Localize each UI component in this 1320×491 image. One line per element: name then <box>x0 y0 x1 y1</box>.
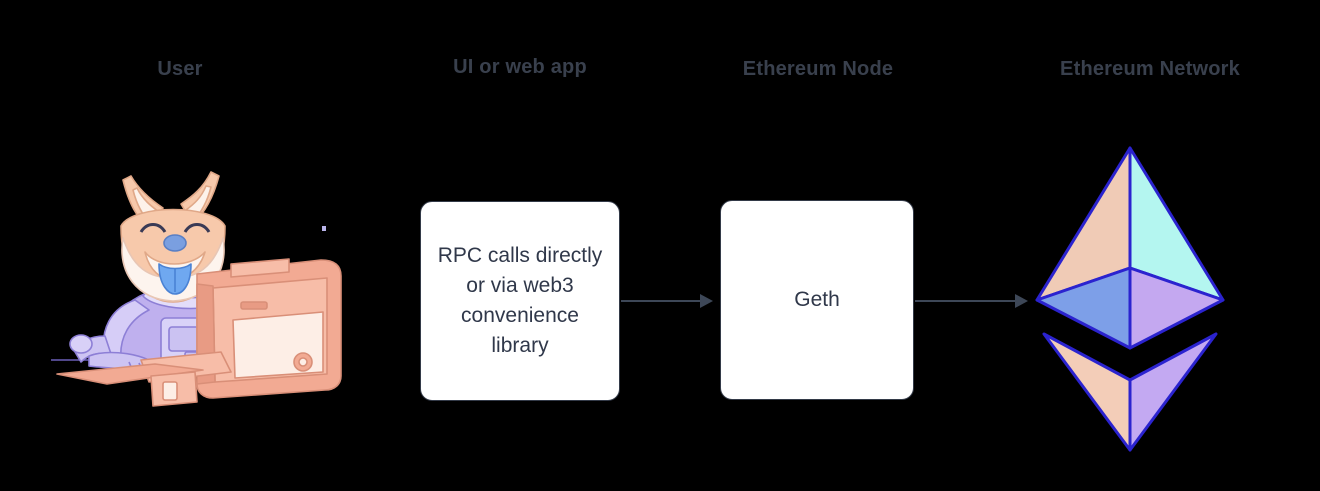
process-box-ui-label: RPC calls directly or via web3 convenien… <box>437 244 603 357</box>
arrow-ui-to-node <box>621 300 711 302</box>
column-header-user: User <box>157 58 203 80</box>
ethereum-diamond-logo <box>1035 146 1225 452</box>
column-header-network: Ethereum Network <box>1060 58 1240 80</box>
column-header-ui: UI or web app <box>453 56 587 78</box>
process-box-ui-or-web-app[interactable]: RPC calls directly or via web3 convenien… <box>420 201 620 401</box>
shiba-inu-astronaut-illustration <box>51 171 342 407</box>
arrow-node-to-network <box>915 300 1026 302</box>
process-box-node-label: Geth <box>794 288 840 312</box>
column-header-node: Ethereum Node <box>742 58 894 80</box>
background-speck <box>322 226 326 231</box>
process-box-ethereum-node[interactable]: Geth <box>720 200 914 400</box>
